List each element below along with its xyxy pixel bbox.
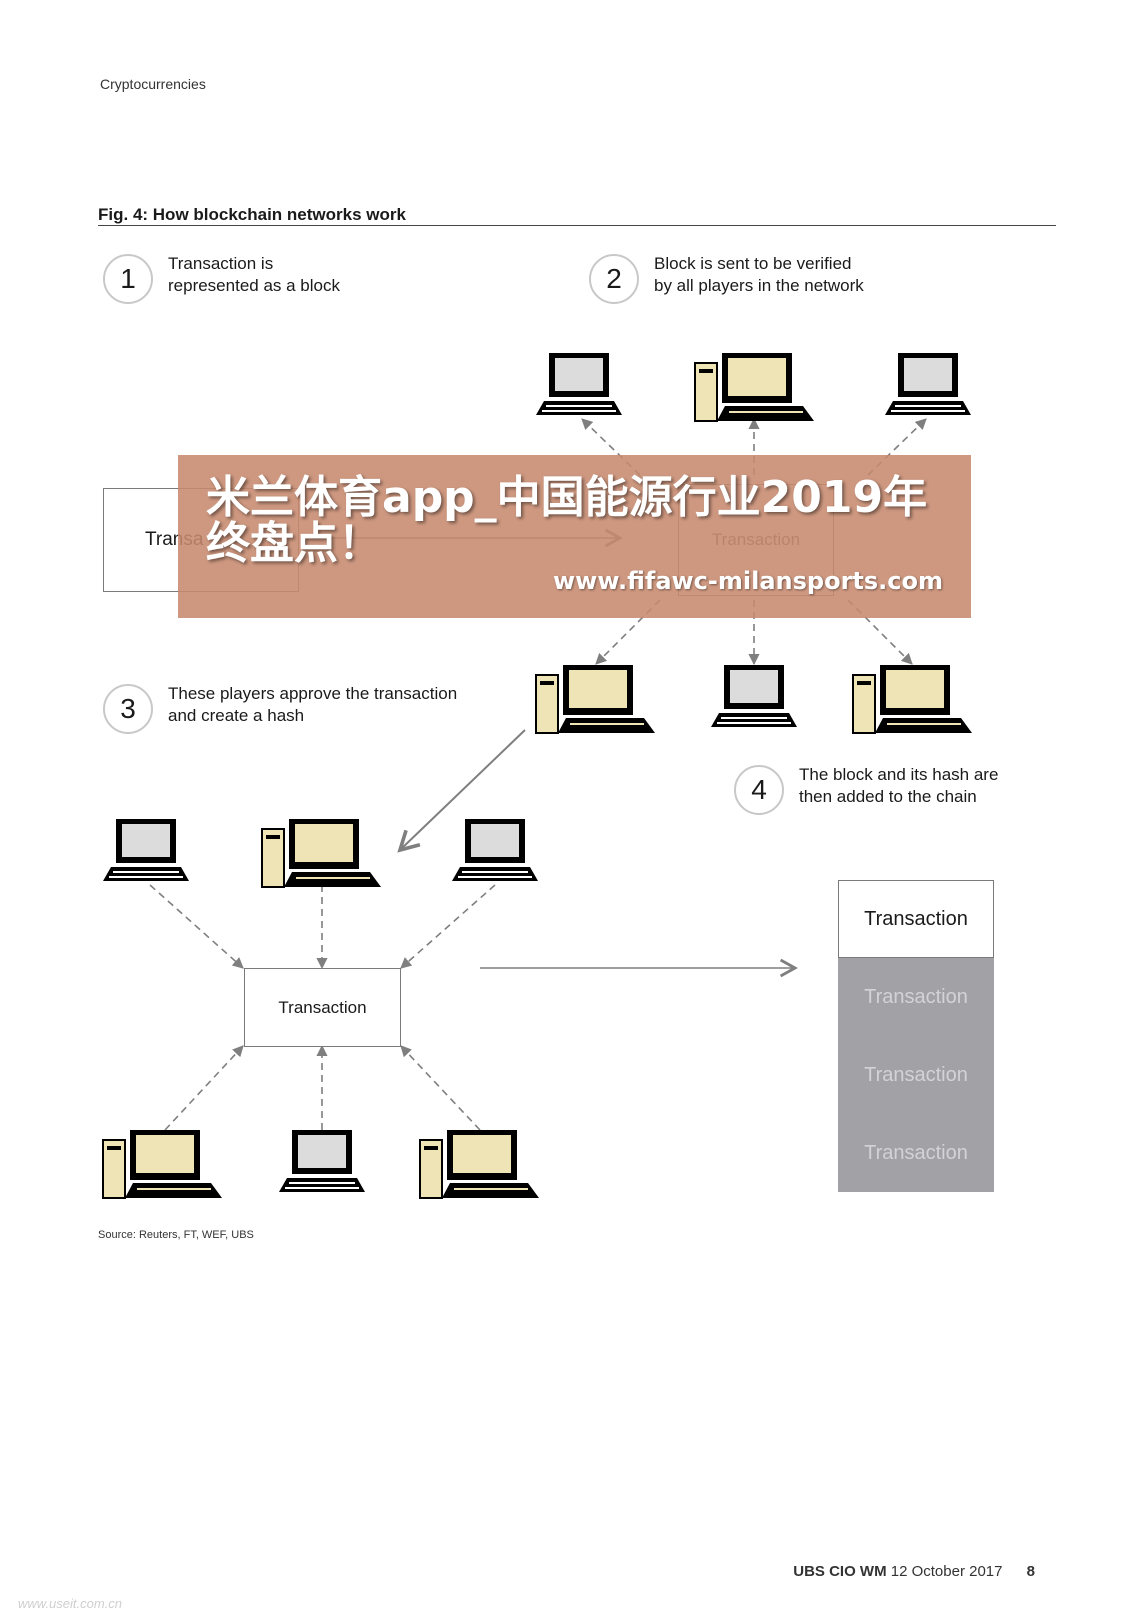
source-note: Source: Reuters, FT, WEF, UBS xyxy=(98,1229,254,1241)
overlay-url[interactable]: www.fifawc-milansports.com xyxy=(552,567,943,595)
title-divider xyxy=(98,225,1056,226)
desktop-computer-icon xyxy=(419,1129,540,1199)
laptop-icon xyxy=(885,353,971,415)
step-2-circle: 2 xyxy=(589,254,639,304)
chain-block: Transaction xyxy=(838,1114,994,1192)
connector xyxy=(149,884,244,969)
laptop-icon xyxy=(711,665,797,727)
desktop-computer-icon xyxy=(694,352,815,422)
step-4-circle: 4 xyxy=(734,765,784,815)
chain-block: Transaction xyxy=(838,1036,994,1114)
footer-date: 12 October 2017 xyxy=(890,1563,1003,1580)
connector xyxy=(164,1045,244,1131)
page-header: Cryptocurrencies xyxy=(100,76,206,92)
desktop-computer-icon xyxy=(852,664,973,734)
footer-brand: UBS CIO WM xyxy=(793,1563,887,1580)
laptop-icon xyxy=(536,353,622,415)
approve-arrow xyxy=(397,729,526,853)
laptop-icon xyxy=(103,819,189,881)
overlay-title: 米兰体育app_中国能源行业2019年终盘点！ xyxy=(206,472,928,569)
corner-watermark: www.useit.com.cn xyxy=(18,1596,123,1611)
page-footer: UBS CIO WM 12 October 2017 8 xyxy=(793,1563,1035,1580)
blockchain-stack: Transaction Transaction Transaction Tran… xyxy=(838,880,994,1192)
connector xyxy=(400,884,496,969)
desktop-computer-icon xyxy=(535,664,656,734)
laptop-icon xyxy=(279,1130,365,1192)
laptop-icon xyxy=(452,819,538,881)
desktop-computer-icon xyxy=(261,818,382,888)
transaction-block-step3: Transaction xyxy=(244,968,401,1047)
overlay-banner[interactable]: 米兰体育app_中国能源行业2019年终盘点！ www.fifawc-milan… xyxy=(178,455,971,618)
figure-title: Fig. 4: How blockchain networks work xyxy=(98,205,406,224)
desktop-computer-icon xyxy=(102,1129,223,1199)
step-3-circle: 3 xyxy=(103,684,153,734)
chain-block: Transaction xyxy=(838,958,994,1036)
chain-block-new: Transaction xyxy=(838,880,994,958)
connector xyxy=(400,1045,481,1131)
page-number: 8 xyxy=(1026,1563,1035,1580)
step-1-circle: 1 xyxy=(103,254,153,304)
